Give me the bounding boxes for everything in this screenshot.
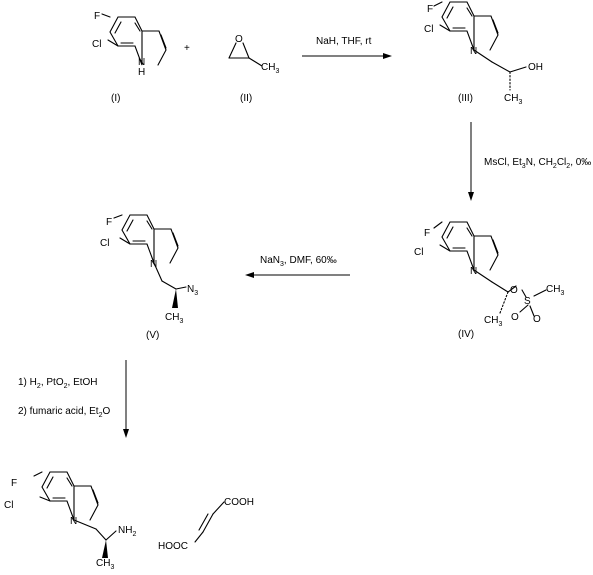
nitrogen-label: N <box>470 266 477 277</box>
compound-V: F Cl N N3 CH3 (V) <box>100 214 198 341</box>
nitrogen-label: N <box>138 57 145 68</box>
azide-label: N3 <box>187 284 198 297</box>
reaction-arrow-3: NaN3, DMF, 60‰ <box>245 255 350 278</box>
methyl-label: CH3 <box>504 93 522 106</box>
methyl-label: CH3 <box>484 315 502 328</box>
carboxyl-label: COOH <box>224 497 254 508</box>
sulfur-label: S <box>524 296 531 307</box>
oxygen-label: O <box>511 312 519 323</box>
reagent-text-3: NaN3, DMF, 60‰ <box>260 255 337 268</box>
chlorine-label: Cl <box>424 24 433 35</box>
carboxyl-label: HOOC <box>158 541 188 552</box>
compound-label-II: (II) <box>240 93 252 104</box>
nitrogen-label: N <box>470 46 477 57</box>
compound-label-V: (V) <box>146 330 159 341</box>
reaction-arrow-2: MsCl, Et3N, CH2Cl2, 0‰ <box>468 122 591 201</box>
compound-label-I: (I) <box>111 93 120 104</box>
oxygen-label: O <box>235 34 243 45</box>
hydrogen-label: H <box>138 67 145 78</box>
methyl-label: CH3 <box>261 62 279 75</box>
plus-sign: + <box>184 43 190 54</box>
fumaric-acid: COOH HOOC <box>158 497 254 552</box>
reaction-arrow-4: 1) H2, PtO2, EtOH 2) fumaric acid, Et2O <box>18 360 129 438</box>
compound-label-IV: (IV) <box>458 329 474 340</box>
compound-I: F Cl N H (I) <box>92 11 167 104</box>
fluorine-label: F <box>106 217 112 228</box>
chlorine-label: Cl <box>4 500 13 511</box>
oxygen-label: O <box>533 314 541 325</box>
hydroxyl-label: OH <box>528 62 543 73</box>
compound-III: F Cl N OH CH3 (III) <box>424 1 543 106</box>
fluorine-label: F <box>11 478 17 489</box>
methyl-label: CH3 <box>165 312 183 325</box>
chlorine-label: Cl <box>414 247 423 258</box>
nitrogen-label: N <box>70 516 77 527</box>
methyl-label: CH3 <box>546 284 564 297</box>
fluorine-label: F <box>94 11 100 22</box>
compound-label-III: (III) <box>458 93 473 104</box>
methyl-label: CH3 <box>96 558 114 571</box>
chlorine-label: Cl <box>100 238 109 249</box>
reagent-text-4a: 1) H2, PtO2, EtOH <box>18 377 98 390</box>
compound-IV: F Cl N O S O O CH3 CH3 (IV) <box>414 221 564 340</box>
fluorine-label: F <box>424 228 430 239</box>
chlorine-label: Cl <box>92 39 101 50</box>
reagent-text-1: NaH, THF, rt <box>316 36 372 47</box>
reagent-text-2: MsCl, Et3N, CH2Cl2, 0‰ <box>484 157 591 170</box>
fluorine-label: F <box>427 4 433 15</box>
oxygen-label: O <box>510 285 518 296</box>
compound-II: O CH3 (II) <box>228 34 279 104</box>
compound-product: F Cl N NH2 CH3 <box>4 471 136 571</box>
nitrogen-label: N <box>150 259 157 270</box>
reaction-arrow-1: NaH, THF, rt <box>302 36 392 59</box>
amine-label: NH2 <box>118 525 136 538</box>
reagent-text-4b: 2) fumaric acid, Et2O <box>18 406 111 419</box>
